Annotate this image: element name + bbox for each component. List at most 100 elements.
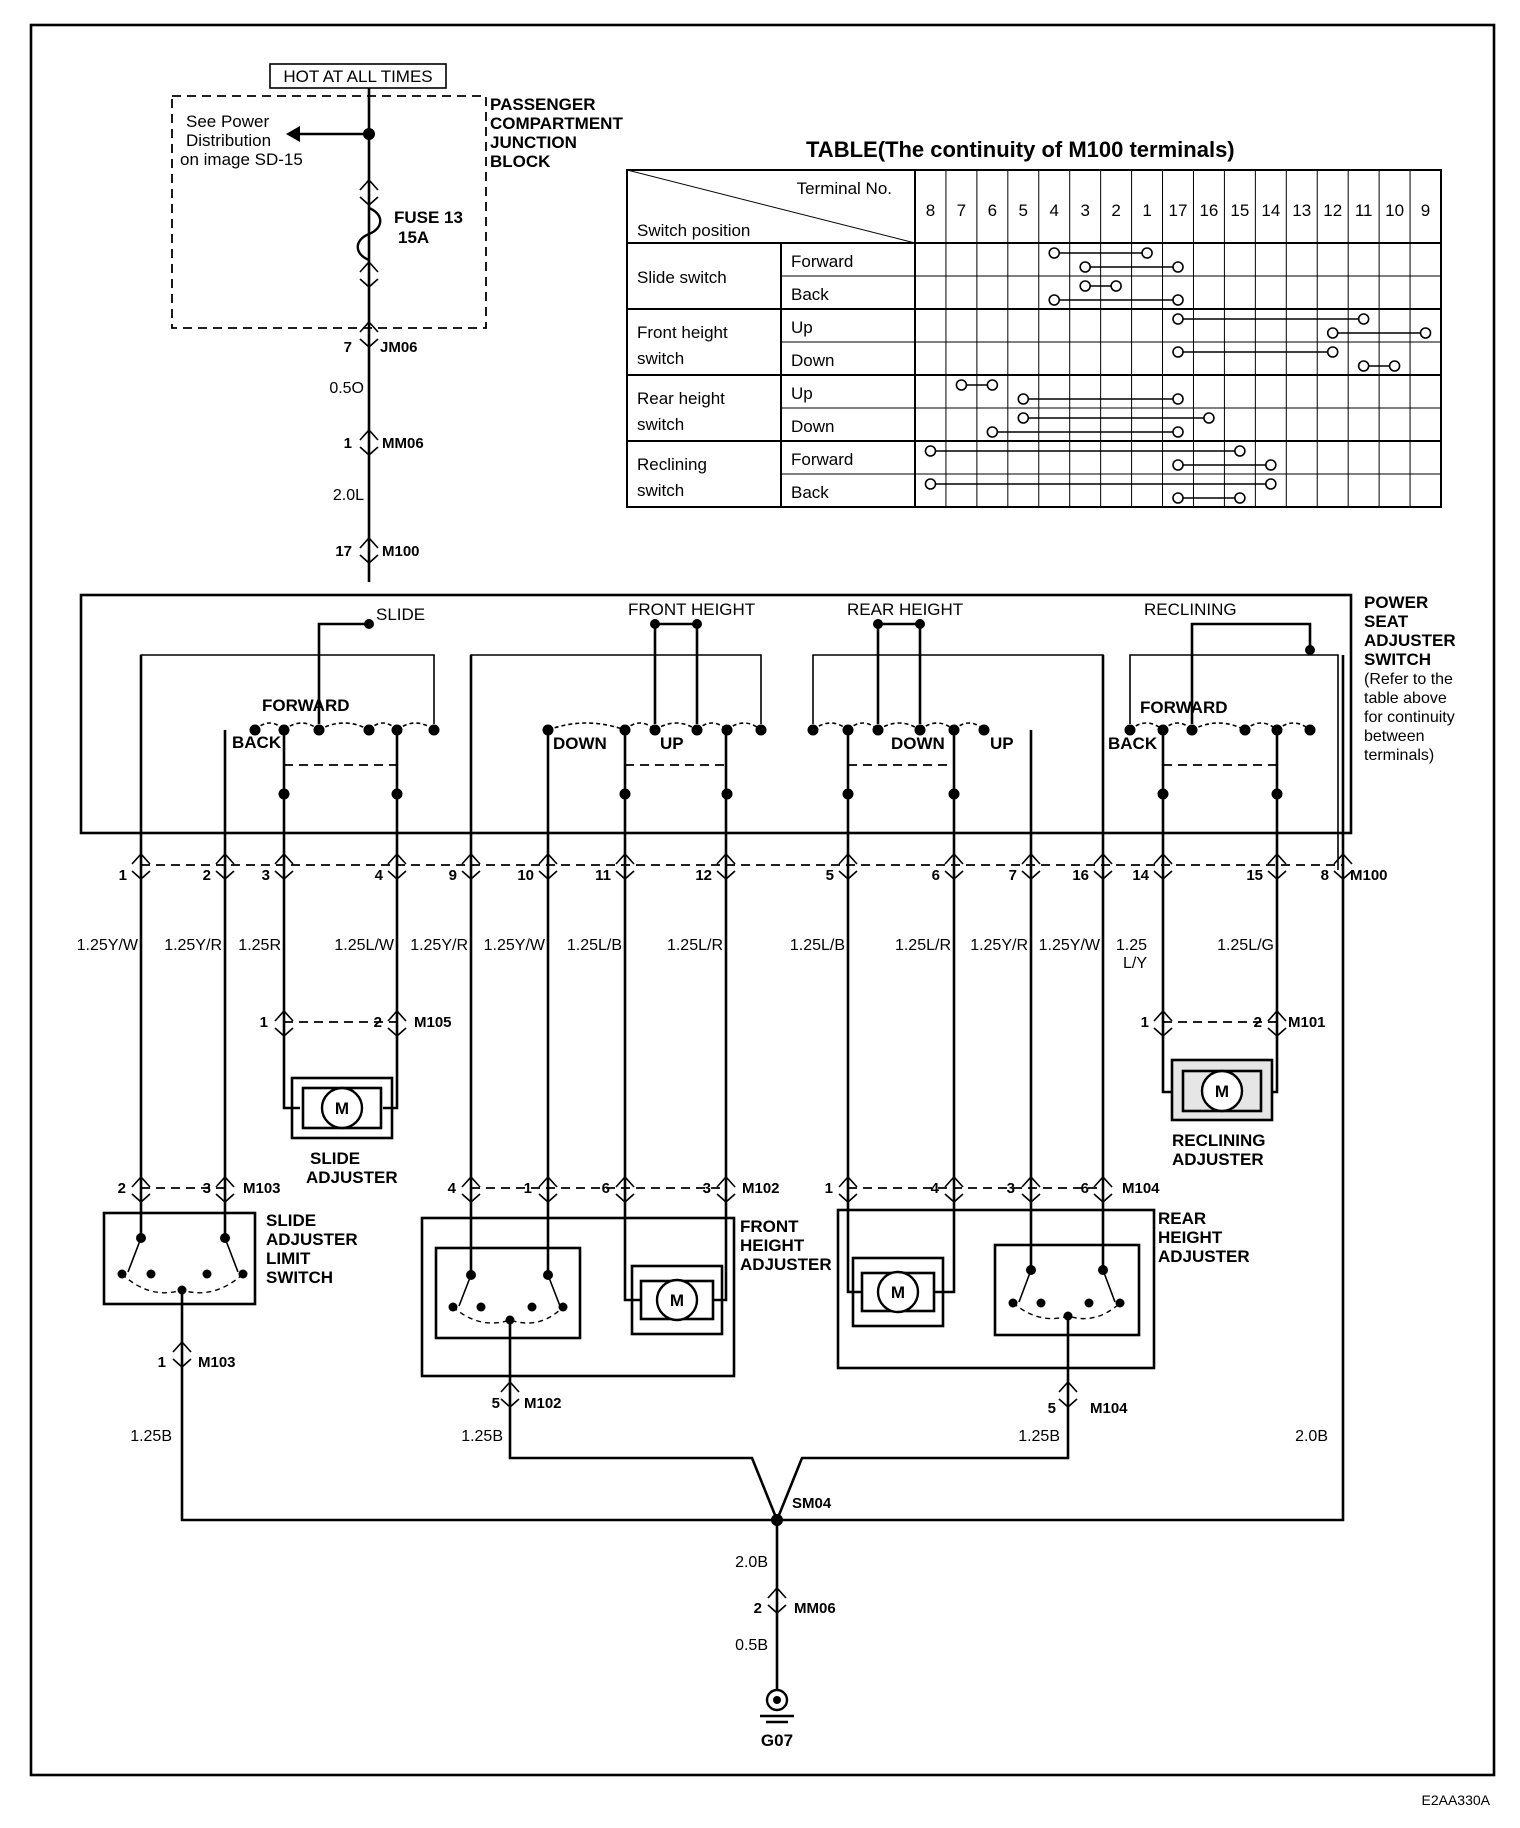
- rear-contact-5: [1084, 1298, 1094, 1308]
- wire-color-slide-ground: 1.25B: [130, 1428, 172, 1445]
- pin-m104-4: 4: [931, 1180, 940, 1197]
- front-contact-4: [476, 1302, 486, 1312]
- power-seat-switch-housing: [79, 593, 1353, 835]
- rear-height-motor: M: [860, 1270, 936, 1314]
- table-terminal-13: 13: [1292, 201, 1311, 220]
- slide-motor-lead-2: [383, 1022, 399, 1110]
- m100-pin-4: 4: [375, 867, 384, 884]
- front-motor-leads: [623, 1188, 728, 1302]
- reclining-bus: [1190, 622, 1312, 724]
- table-terminal-no: Terminal No.: [797, 179, 892, 198]
- slide-motor-lead-1: [282, 1022, 300, 1110]
- outer-frame: [29, 23, 1496, 1777]
- wire-color-1: 1.25Y/R: [164, 937, 222, 954]
- power-distribution-arrow: [286, 126, 300, 142]
- front-limit-leads: [469, 1188, 550, 1275]
- connector-mm06-bottom: MM06: [794, 1600, 836, 1617]
- hot-label: HOT AT ALL TIMES: [283, 67, 432, 86]
- slide-motor: M: [301, 1086, 383, 1130]
- label-up-2: UP: [990, 734, 1014, 753]
- m100-pin-6: 6: [932, 867, 940, 884]
- connector-mm06-top: MM06: [382, 435, 424, 452]
- pin-m102-6: 6: [602, 1180, 610, 1197]
- wire-color-0: 1.25Y/W: [77, 937, 139, 954]
- connector-m100-row: M100: [1350, 867, 1388, 884]
- pin-mm06-bottom: 2: [754, 1600, 762, 1617]
- front-limit-switch: [434, 1246, 582, 1340]
- hot-label-box: [269, 63, 447, 89]
- mm06-chevron: [359, 428, 379, 457]
- slide-bus-splice: [364, 619, 374, 629]
- wire-color-05o: 0.5O: [329, 380, 364, 397]
- wire-color-20l: 2.0L: [333, 487, 364, 504]
- front-bus-splice-b: [692, 619, 702, 629]
- ground-slide-run: [180, 1352, 777, 1522]
- front-motor-housing: [630, 1264, 724, 1336]
- group-front-height: FRONT HEIGHT: [628, 600, 755, 619]
- table-link-4-0: [955, 379, 999, 391]
- slide-limit-switch-housing: [102, 1211, 257, 1306]
- table-link-2-1: [1326, 327, 1432, 339]
- connector-m101: M101: [1288, 1014, 1326, 1031]
- table-terminal-6: 6: [988, 201, 997, 220]
- m100-pin-16: 16: [1072, 867, 1089, 884]
- table-header-diagonal: [626, 169, 916, 244]
- connector-symbols: [131, 178, 1353, 1615]
- m100-top-chevron: [359, 536, 379, 565]
- m100-pin-2: 2: [203, 867, 211, 884]
- m100-pin-11: 11: [595, 867, 611, 884]
- limit-contact-4: [202, 1269, 212, 1279]
- table-link-6-1: [1172, 459, 1277, 471]
- rear-bus-splice-a: [873, 619, 883, 629]
- pin-mm06-top: 1: [344, 435, 352, 452]
- slide-bus: [317, 622, 369, 724]
- wire-color-front-ground: 1.25B: [461, 1428, 503, 1445]
- table-terminal-11: 11: [1355, 201, 1373, 220]
- limit-blade-1: [127, 1237, 142, 1273]
- slide-contacts: [249, 722, 440, 736]
- wire-color-9: 1.25L/R: [895, 937, 951, 954]
- diagram-reference: E2AA330A: [1422, 1792, 1491, 1808]
- connector-m102-bottom: M102: [524, 1395, 562, 1412]
- front-linkage: [452, 1306, 564, 1324]
- svg-text:M: M: [335, 1099, 349, 1118]
- front-blade-1: [458, 1274, 472, 1307]
- table-terminal-9: 9: [1421, 201, 1430, 220]
- connector-m103: M103: [243, 1180, 281, 1197]
- limit-blade-2: [224, 1237, 239, 1273]
- rear-blade-1: [1018, 1269, 1032, 1303]
- main-harness-wires: [139, 655, 1345, 1188]
- fuse-label: FUSE 13 15A: [394, 208, 468, 247]
- wire-color-sm04-ground: 2.0B: [735, 1554, 768, 1571]
- m100-pin-12: 12: [695, 867, 712, 884]
- table-terminal-14: 14: [1261, 201, 1280, 220]
- table-link-5-0: [1017, 412, 1215, 424]
- m100-pin-3: 3: [262, 867, 270, 884]
- svg-text:M: M: [1215, 1082, 1229, 1101]
- m100-pin-7: 7: [1009, 867, 1017, 884]
- recline-switch-frame: [1129, 654, 1339, 870]
- recline-bus-splice: [1305, 645, 1315, 655]
- table-switch-position: Switch position: [637, 221, 750, 240]
- front-blade-2: [547, 1274, 561, 1307]
- table-terminal-10: 10: [1385, 201, 1404, 220]
- table-link-6-0: [924, 445, 1246, 457]
- table-group-slide: Slide switch: [637, 268, 727, 287]
- limit-common: [177, 1285, 187, 1295]
- connector-m102: M102: [742, 1180, 780, 1197]
- pin-m103-2: 2: [118, 1180, 126, 1197]
- pin-m101-1: 1: [1141, 1014, 1149, 1031]
- pin-m100-top: 17: [335, 543, 352, 560]
- pin-m102-3: 3: [703, 1180, 711, 1197]
- jm06-chevron: [359, 320, 379, 349]
- ground-m100-run: [777, 865, 1345, 1522]
- table-link-0-1: [1079, 261, 1184, 273]
- table-position-4: Up: [791, 384, 813, 403]
- fuse-13-symbol: [356, 206, 382, 262]
- table-terminal-17: 17: [1169, 201, 1188, 220]
